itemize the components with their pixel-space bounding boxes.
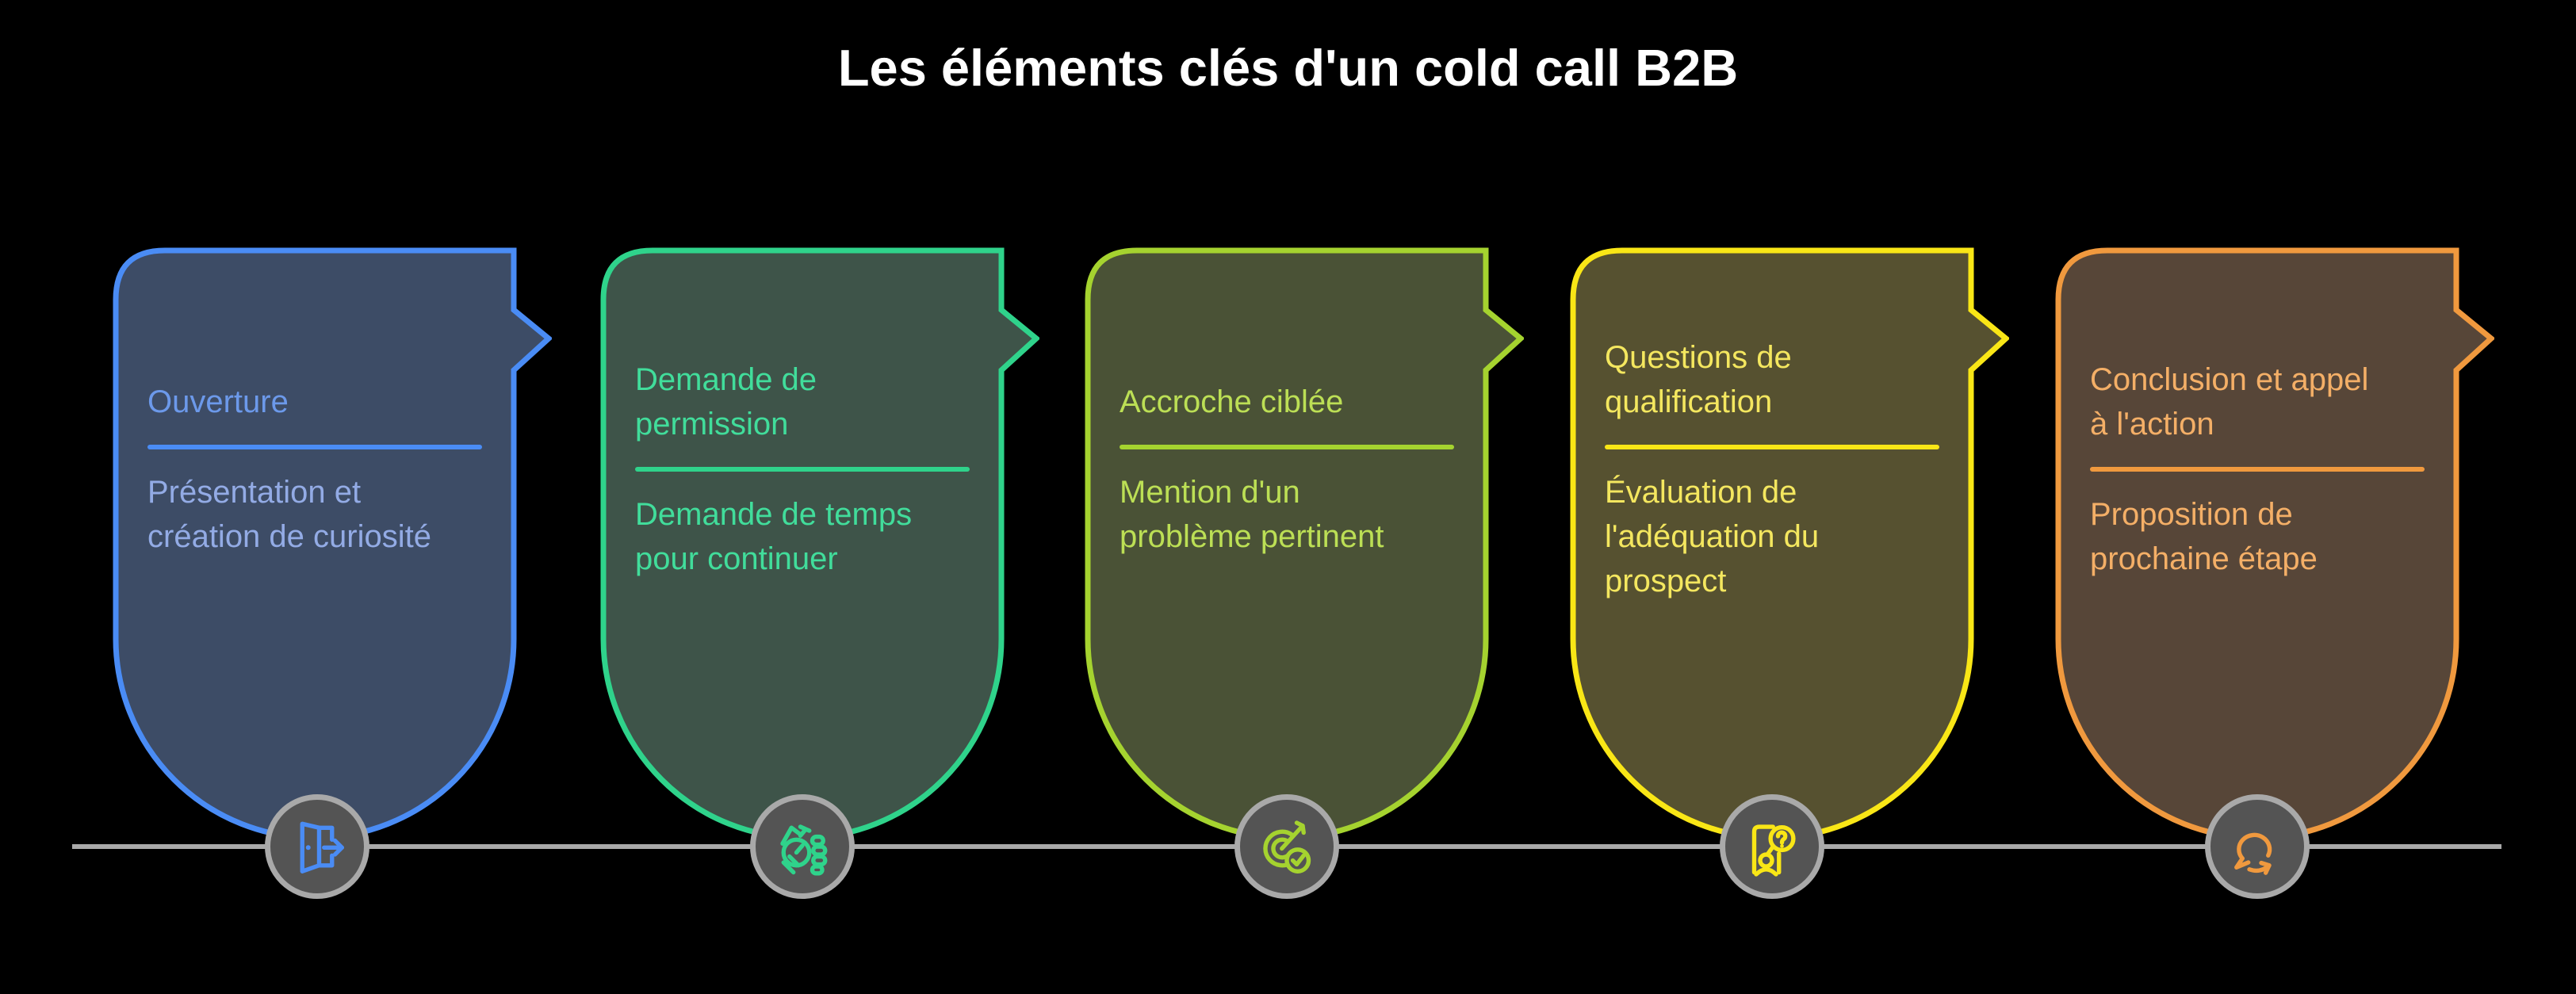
card-content: Demande de permission Demande de temps p…	[603, 330, 1001, 609]
timeline-node	[265, 794, 369, 899]
step-card-3: Accroche ciblée Mention d'un problème pe…	[1085, 247, 1524, 841]
card-description: Évaluation de l'adéquation du prospect	[1605, 475, 1820, 598]
timeline-node	[2205, 794, 2310, 899]
chat-speech-arrow-icon	[2234, 832, 2272, 875]
card-title: Questions de qualification	[1605, 340, 1792, 419]
step-card-5: Conclusion et appel à l'action Propositi…	[2055, 247, 2494, 841]
card-description: Demande de temps pour continuer	[635, 497, 913, 576]
timeline-node	[1234, 794, 1339, 899]
timeline-node	[1720, 794, 1824, 899]
card-divider	[1120, 445, 1454, 449]
step-card-2: Demande de permission Demande de temps p…	[600, 247, 1039, 841]
hand-stopwatch-icon	[780, 824, 828, 876]
card-title: Demande de permission	[635, 362, 817, 442]
card-divider	[635, 467, 970, 472]
card-description: Proposition de prochaine étape	[2090, 497, 2318, 576]
card-content: Ouverture Présentation et création de cu…	[116, 330, 514, 609]
door-exit-icon	[300, 821, 344, 874]
step-card-1: Ouverture Présentation et création de cu…	[113, 247, 552, 841]
card-title: Conclusion et appel à l'action	[2090, 362, 2369, 442]
card-divider	[2090, 467, 2425, 472]
step-card-4: Questions de qualification Évaluation de…	[1570, 247, 2009, 841]
target-check-icon	[1263, 820, 1311, 874]
card-title: Ouverture	[147, 384, 289, 419]
card-content: Questions de qualification Évaluation de…	[1573, 330, 1971, 609]
card-description: Présentation et création de curiosité	[147, 475, 431, 554]
card-divider	[1605, 445, 1939, 449]
timeline-node	[750, 794, 855, 899]
card-content: Conclusion et appel à l'action Propositi…	[2058, 330, 2456, 609]
page-title: Les éléments clés d'un cold call B2B	[837, 39, 1739, 97]
card-divider	[147, 445, 482, 449]
card-content: Accroche ciblée Mention d'un problème pe…	[1088, 330, 1486, 609]
card-description: Mention d'un problème pertinent	[1120, 475, 1384, 554]
person-question-icon	[1751, 824, 1796, 877]
card-title: Accroche ciblée	[1120, 384, 1344, 419]
